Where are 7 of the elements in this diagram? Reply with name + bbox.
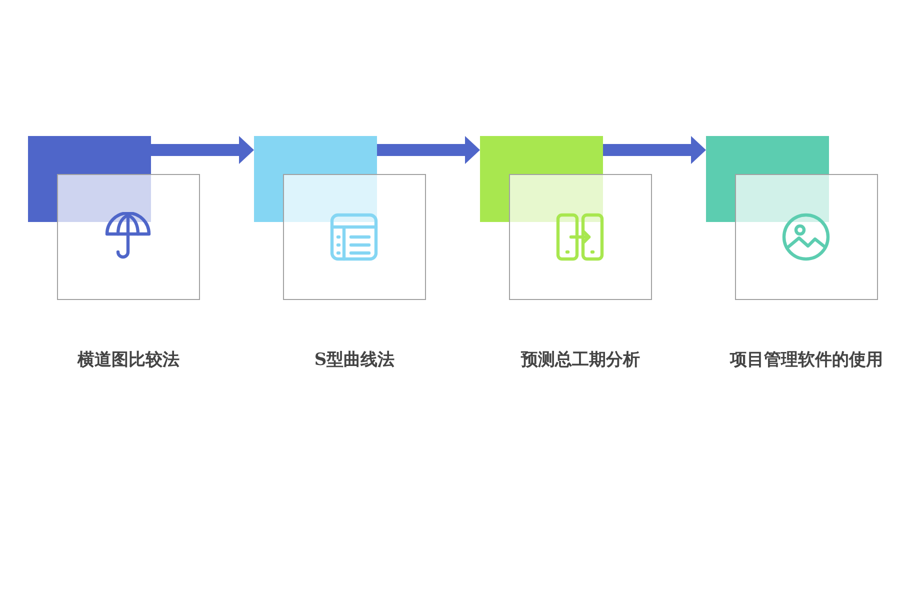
arrow [377, 136, 480, 164]
step-label: S型曲线法 [313, 349, 396, 371]
arrow [151, 136, 254, 164]
arrow [603, 136, 706, 164]
step-label: 横道图比较法 [76, 349, 180, 371]
step-label: 预测总工期分析 [520, 349, 641, 371]
step-label: 项目管理软件的使用 [728, 349, 884, 371]
